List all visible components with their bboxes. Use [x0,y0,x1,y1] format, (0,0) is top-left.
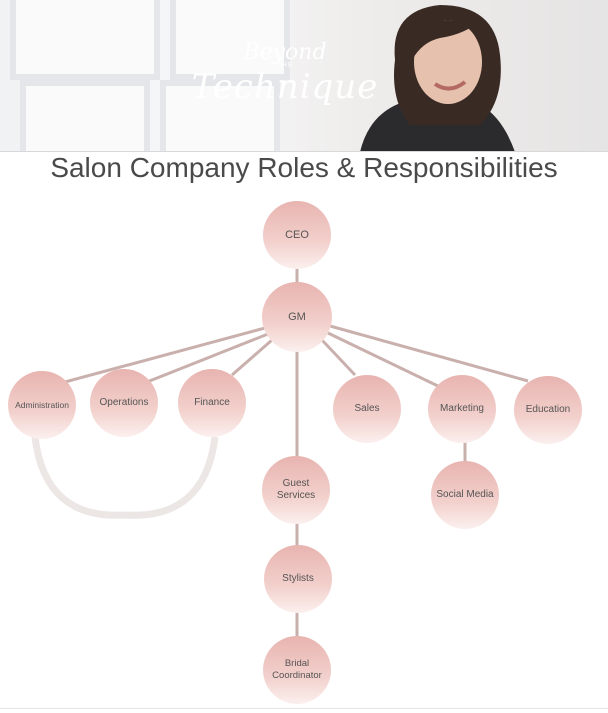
brand-logo: Beyond THE Technique [190,40,380,107]
node-ceo: CEO [263,201,331,269]
connector-gm-education [329,324,529,383]
background-window [10,0,160,80]
admin-finance-arc [31,436,219,519]
connector-gm-finance [231,338,273,377]
header-banner: Beyond THE Technique [0,0,608,152]
connector-gm-sales [320,338,357,377]
brand-line2: THE [276,62,294,69]
brand-line3: Technique [191,67,379,107]
node-operations: Operations [90,369,158,437]
background-window [160,80,280,152]
node-stylists: Stylists [264,545,332,613]
node-education: Education [514,376,582,444]
node-administration: Administration [8,371,76,439]
connector-gm-marketing [327,331,441,389]
node-sales: Sales [333,375,401,443]
node-guest-services: Guest Services [262,456,330,524]
node-finance: Finance [178,369,246,437]
header-divider [0,151,608,152]
node-marketing: Marketing [428,375,496,443]
connector-gm-administration [64,326,266,384]
page-title: Salon Company Roles & Responsibilities [50,152,558,183]
background-window [20,80,150,152]
brand-line1: Beyond [243,40,327,65]
connector-gm-operations [146,332,269,384]
footer-divider [0,708,608,709]
node-social-media: Social Media [431,461,499,529]
node-bridal-coordinator: Bridal Coordinator [263,636,331,704]
background-window [170,0,290,80]
node-gm: GM [262,282,332,352]
portrait-photo [360,5,515,152]
